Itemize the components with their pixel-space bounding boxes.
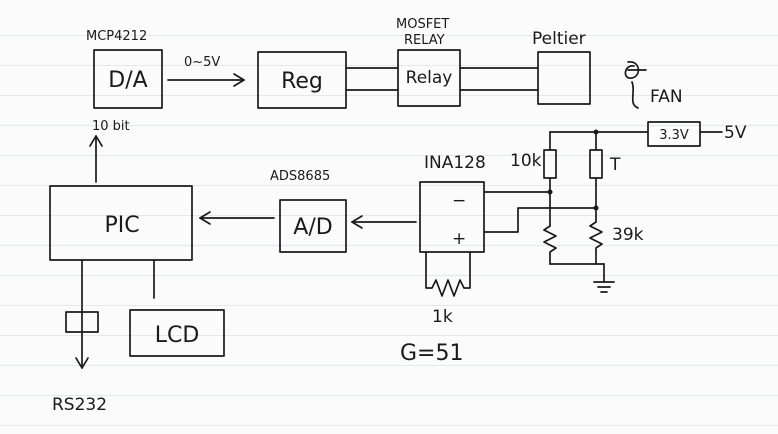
- peltier-box: [537, 51, 591, 105]
- pic-block: PIC: [49, 185, 193, 261]
- reg-block: Reg: [257, 51, 347, 109]
- peltier-block: Peltier: [532, 29, 591, 105]
- lcd-block: LCD: [129, 259, 225, 357]
- inamp-plus: +: [452, 229, 466, 249]
- adc-box: [279, 199, 347, 253]
- lcd-label: LCD: [155, 323, 200, 348]
- dac-chip-label: MCP4212: [86, 29, 147, 44]
- lcd-box: [129, 309, 225, 357]
- relay-box: [397, 49, 461, 107]
- dac-block: D/A MCP4212 10 bit: [86, 29, 163, 134]
- reg-box: [257, 51, 347, 109]
- dac-to-reg-arrow: 0~5V: [167, 55, 245, 87]
- dac-bits-label: 10 bit: [92, 119, 130, 134]
- adc-label: A/D: [293, 215, 332, 240]
- relay-header-mosfet: MOSFET: [396, 17, 449, 32]
- rs232-connector: [65, 311, 99, 333]
- supply-label: 5V: [724, 123, 747, 143]
- reg-label: Reg: [281, 69, 323, 94]
- pic-label: PIC: [104, 213, 139, 238]
- adc-block: ADS8685 A/D: [270, 169, 347, 253]
- fan-sketch: FAN: [624, 61, 683, 109]
- pic-to-dac-arrow: [89, 135, 103, 183]
- bridge-circuit: 10k T 39k: [510, 129, 649, 293]
- dac-range-label: 0~5V: [184, 55, 220, 70]
- reference-box: [647, 121, 701, 147]
- inamp-label: INA128: [424, 153, 486, 173]
- rs232-label: RS232: [52, 395, 107, 415]
- adc-to-pic-arrow: [199, 211, 275, 225]
- pic-box: [49, 185, 193, 261]
- relay-header-relay: RELAY: [404, 33, 445, 48]
- dac-box: [93, 49, 163, 109]
- fan-label: FAN: [650, 87, 683, 107]
- relay-block: MOSFET RELAY Relay: [396, 17, 461, 107]
- resistor-39k-label: 39k: [612, 225, 644, 245]
- adc-chip-label: ADS8685: [270, 169, 330, 184]
- dac-label: D/A: [108, 68, 147, 93]
- inamp-block: INA128 − + 1k G=51: [400, 153, 486, 366]
- pic-to-rs232: RS232: [52, 259, 107, 415]
- gain-resistor-label: 1k: [432, 307, 453, 327]
- reference-label: 3.3V: [659, 128, 689, 143]
- gain-label: G=51: [400, 341, 463, 366]
- resistor-10k-label: 10k: [510, 151, 542, 171]
- inamp-minus: −: [452, 191, 466, 211]
- inamp-to-adc-arrow: [351, 215, 417, 229]
- peltier-label: Peltier: [532, 29, 586, 49]
- reference-block: 3.3V 5V: [647, 121, 747, 147]
- thermistor-label: T: [609, 155, 621, 175]
- inamp-input-wires: [483, 191, 597, 233]
- thermistor: [589, 149, 603, 179]
- relay-label: Relay: [406, 68, 453, 88]
- resistor-10k: [543, 149, 557, 179]
- inamp-box: [419, 181, 485, 253]
